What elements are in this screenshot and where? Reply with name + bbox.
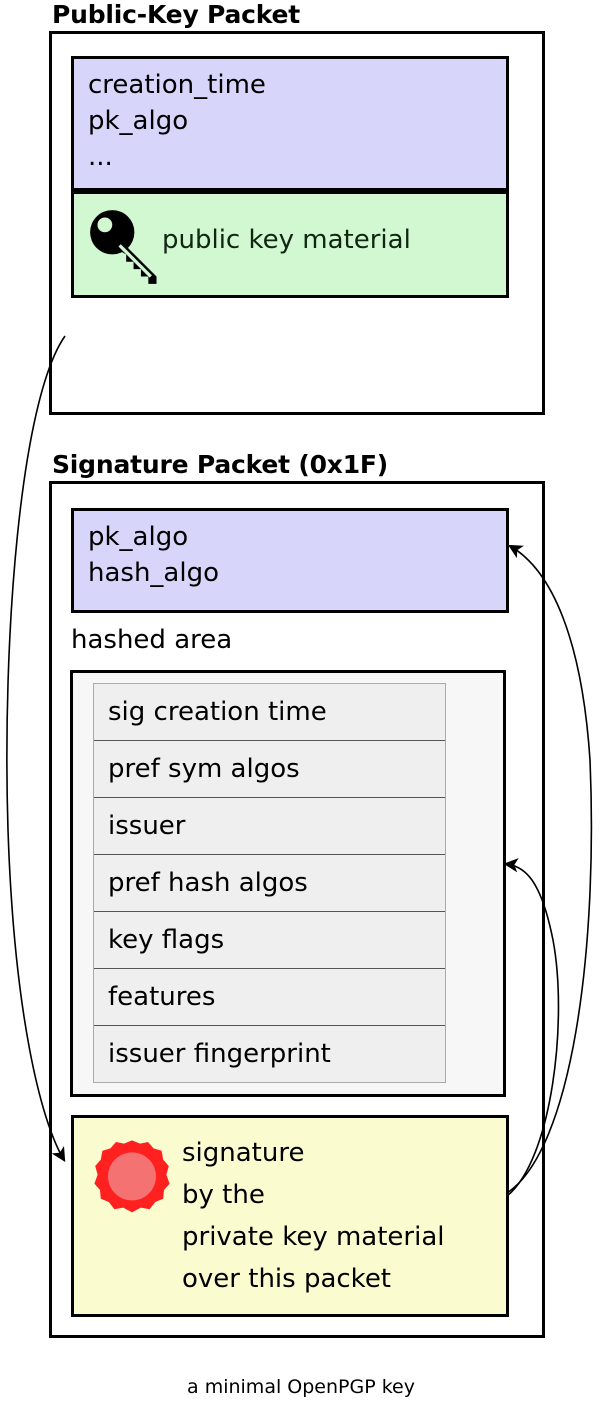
- subpacket-row: pref hash algos: [94, 855, 445, 912]
- subpacket-row: issuer: [94, 798, 445, 855]
- signature-packet-title: Signature Packet (0x1F): [52, 450, 389, 479]
- public-key-header-fields-text: creation_time pk_algo ...: [88, 70, 266, 172]
- subpacket-row: pref sym algos: [94, 741, 445, 798]
- subpacket-row: sig creation time: [94, 684, 445, 741]
- signature-box: signature by the private key material ov…: [71, 1115, 509, 1317]
- signature-header-fields-box: pk_algo hash_algo: [71, 508, 509, 613]
- hashed-area-box: sig creation time pref sym algos issuer …: [70, 670, 506, 1097]
- key-icon: [90, 210, 157, 284]
- diagram-caption: a minimal OpenPGP key: [187, 1376, 415, 1398]
- subpacket-row: issuer fingerprint: [94, 1026, 445, 1083]
- signature-packet-frame: pk_algo hash_algo hashed area sig creati…: [49, 481, 545, 1338]
- public-key-header-fields-box: creation_time pk_algo ...: [71, 56, 509, 191]
- public-key-material-box: public key material: [71, 191, 509, 298]
- wax-seal-icon: [94, 1140, 170, 1213]
- hashed-area-label-wrap: hashed area: [71, 627, 232, 653]
- public-key-packet-frame: creation_time pk_algo ... public key mat…: [49, 31, 545, 415]
- signature-header-fields-text: pk_algo hash_algo: [88, 522, 220, 588]
- signature-text: signature by the private key material ov…: [182, 1138, 445, 1294]
- public-key-packet-title: Public-Key Packet: [52, 0, 301, 29]
- public-key-material-label: public key material: [162, 225, 411, 255]
- subpacket-row: key flags: [94, 912, 445, 969]
- subpacket-table: sig creation time pref sym algos issuer …: [93, 683, 446, 1083]
- hashed-area-label: hashed area: [71, 625, 233, 655]
- subpacket-row: features: [94, 969, 445, 1026]
